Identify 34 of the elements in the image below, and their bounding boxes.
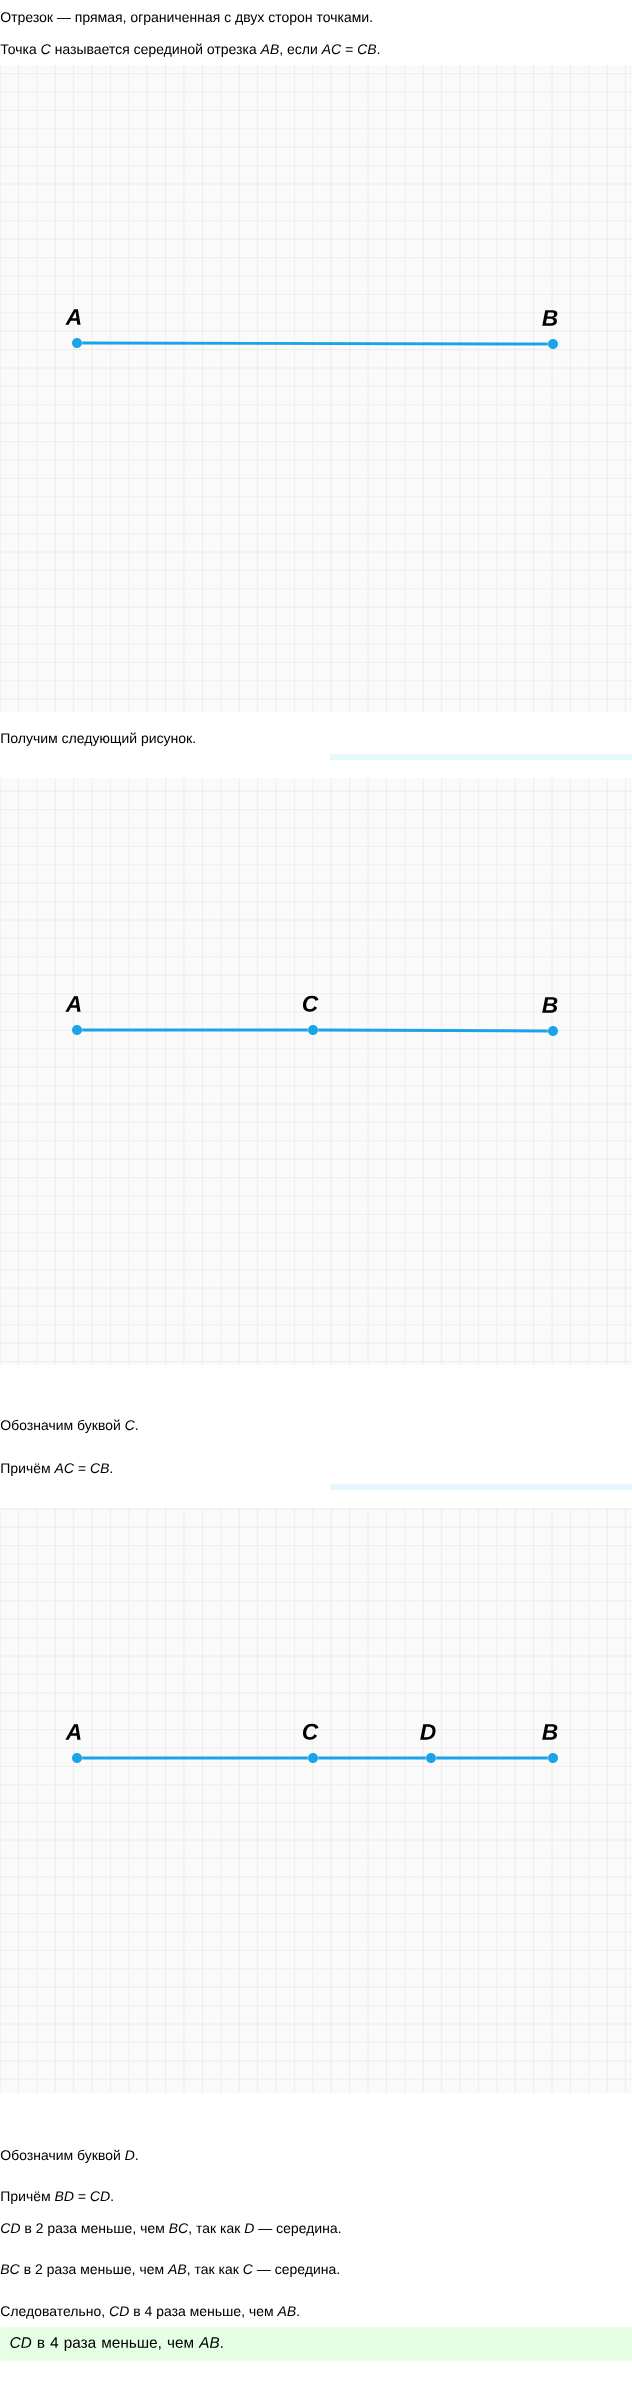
point-label: A [65,1724,81,1740]
point-label: A [65,996,81,1012]
text-line: Причём BD = CD. [1,2191,113,2204]
segment [82,341,548,346]
point [72,1025,82,1035]
point-label: B [542,1724,558,1740]
text-line: BC в 2 раза меньше, чем AB, так как C — середина. [0,2264,339,2277]
point [548,1753,558,1763]
segment [82,1028,308,1032]
segment [318,1756,426,1760]
point [72,1753,82,1763]
answer-band: CD в 4 раза меньше, чем AB. [0,2327,632,2361]
text-line: Обозначим буквой C. [0,1419,138,1433]
segment [82,1756,308,1760]
point-label: C [302,1723,319,1740]
text-line: Обозначим буквой D. [0,2149,138,2163]
point-label: B [542,310,558,326]
text-line: Причём AC = CB. [1,1463,113,1476]
segment [318,1028,548,1033]
point-label: D [420,1724,436,1740]
text-line: Точка C называется серединой отрезка AB, если AC = CB. [0,43,380,57]
point [548,339,558,349]
text-line: Отрезок — прямая, ограниченная с двух сторон точками. [0,12,372,25]
point [308,1753,318,1763]
segment [436,1756,548,1760]
text-line: CD в 2 раза меньше, чем BC, так как D — середина. [1,2223,341,2236]
point-label: A [65,309,81,325]
point [308,1025,318,1035]
point [426,1753,436,1763]
text-line: Получим следующий рисунок. [1,732,195,746]
point [548,1026,558,1036]
point-label: C [302,995,319,1012]
point-label: B [542,997,558,1013]
point [72,338,82,348]
